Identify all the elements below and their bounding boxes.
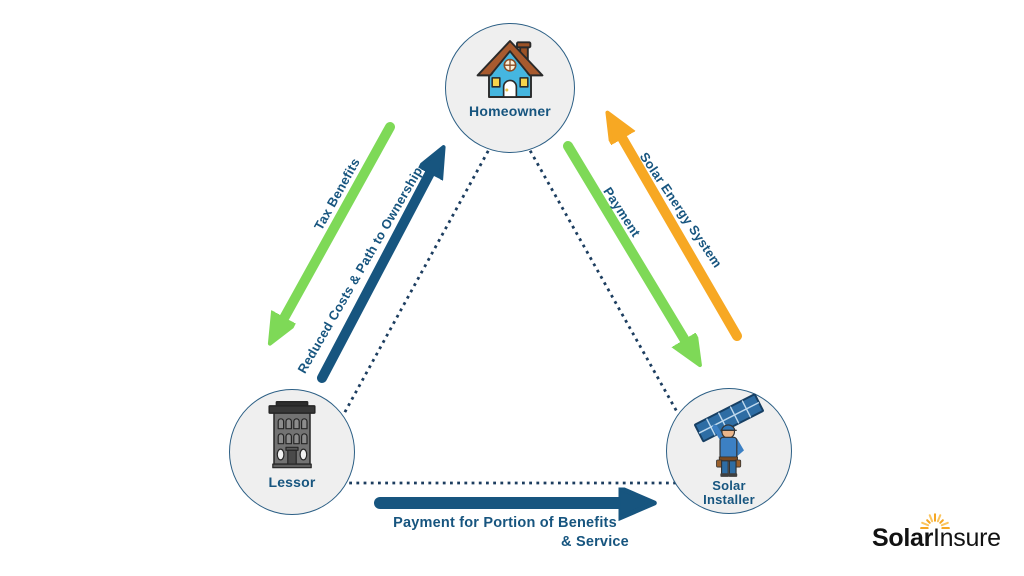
reduced-costs-arrow bbox=[317, 171, 431, 383]
building-icon bbox=[268, 400, 316, 469]
solar-energy-system-arrow bbox=[621, 136, 742, 341]
lessor-node: Lessor bbox=[229, 389, 355, 515]
payment-arrow bbox=[563, 141, 686, 342]
payment-portion-label-line1: Payment for Portion of Benefits bbox=[393, 515, 617, 531]
solar-installer-label-line1: Solar bbox=[712, 478, 746, 493]
homeowner-label: Homeowner bbox=[469, 103, 551, 119]
solar-installer-node: Solar Installer bbox=[666, 388, 792, 514]
installer-icon bbox=[694, 393, 764, 477]
payment-portion-label-line2: & Service bbox=[561, 534, 629, 550]
lessor-label: Lessor bbox=[268, 474, 316, 490]
homeowner-node: Homeowner bbox=[445, 23, 575, 153]
tax-benefits-arrow bbox=[283, 122, 395, 320]
solarinsure-logo: SolarInsure bbox=[872, 513, 1001, 553]
sun-icon bbox=[920, 513, 950, 529]
homeowner-lessor-dotted-line bbox=[304, 112, 511, 484]
solar-installer-label-line2: Installer bbox=[703, 492, 755, 508]
house-icon bbox=[476, 40, 544, 98]
